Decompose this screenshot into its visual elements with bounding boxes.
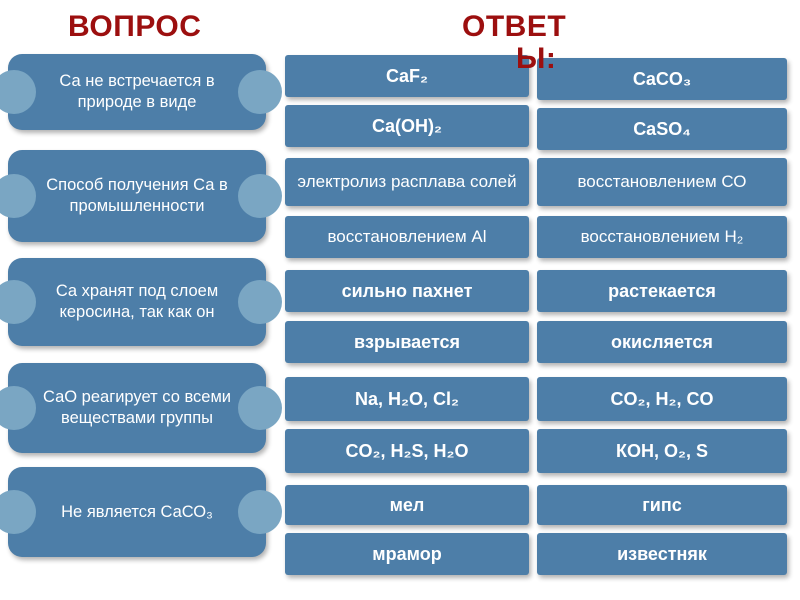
- question-card-4[interactable]: СаО реагирует со всеми веществами группы: [0, 363, 282, 453]
- connector-circle-icon: [238, 70, 282, 114]
- answer-card[interactable]: мел: [285, 485, 529, 525]
- answer-card[interactable]: гипс: [537, 485, 787, 525]
- answer-card[interactable]: восстановлением СО: [537, 158, 787, 206]
- question-card-5[interactable]: Не является СаСО₃: [0, 467, 282, 557]
- answer-card[interactable]: КОН, O₂, S: [537, 429, 787, 473]
- connector-circle-icon: [238, 490, 282, 534]
- answer-card[interactable]: сильно пахнет: [285, 270, 529, 312]
- question-text: Са не встречается в природе в виде: [59, 72, 215, 111]
- connector-circle-icon: [0, 386, 36, 430]
- answers-title: ОТВЕТ: [462, 10, 567, 43]
- question-text: Способ получения Са в промышленности: [46, 176, 228, 215]
- answer-card[interactable]: CaF₂: [285, 55, 529, 97]
- answer-card[interactable]: CaCO₃: [537, 58, 787, 100]
- answer-card[interactable]: Ca(OH)₂: [285, 105, 529, 147]
- answer-card[interactable]: Na, H₂O, Cl₂: [285, 377, 529, 421]
- answer-card[interactable]: восстановлением H₂: [537, 216, 787, 258]
- question-card-1[interactable]: Са не встречается в природе в виде: [0, 54, 282, 130]
- connector-circle-icon: [0, 490, 36, 534]
- answer-card[interactable]: CO₂, H₂, CO: [537, 377, 787, 421]
- connector-circle-icon: [0, 174, 36, 218]
- question-text: Са хранят под слоем керосина, так как он: [55, 282, 219, 321]
- answer-card[interactable]: известняк: [537, 533, 787, 575]
- answers-title-wrap: Ы:: [516, 42, 557, 75]
- answer-card[interactable]: мрамор: [285, 533, 529, 575]
- answer-card[interactable]: восстановлением Al: [285, 216, 529, 258]
- answer-card[interactable]: CaSO₄: [537, 108, 787, 150]
- connector-circle-icon: [0, 70, 36, 114]
- answer-card[interactable]: растекается: [537, 270, 787, 312]
- question-card-3[interactable]: Са хранят под слоем керосина, так как он: [0, 258, 282, 346]
- answer-card[interactable]: окисляется: [537, 321, 787, 363]
- question-text: СаО реагирует со всеми веществами группы: [42, 388, 232, 427]
- connector-circle-icon: [238, 280, 282, 324]
- question-card-2[interactable]: Способ получения Са в промышленности: [0, 150, 282, 242]
- connector-circle-icon: [238, 174, 282, 218]
- question-text: Не является СаСО₃: [61, 502, 213, 521]
- answer-card[interactable]: электролиз расплава солей: [285, 158, 529, 206]
- questions-title: ВОПРОС: [68, 10, 202, 43]
- connector-circle-icon: [0, 280, 36, 324]
- answer-card[interactable]: взрывается: [285, 321, 529, 363]
- connector-circle-icon: [238, 386, 282, 430]
- answer-card[interactable]: CO₂, H₂S, H₂O: [285, 429, 529, 473]
